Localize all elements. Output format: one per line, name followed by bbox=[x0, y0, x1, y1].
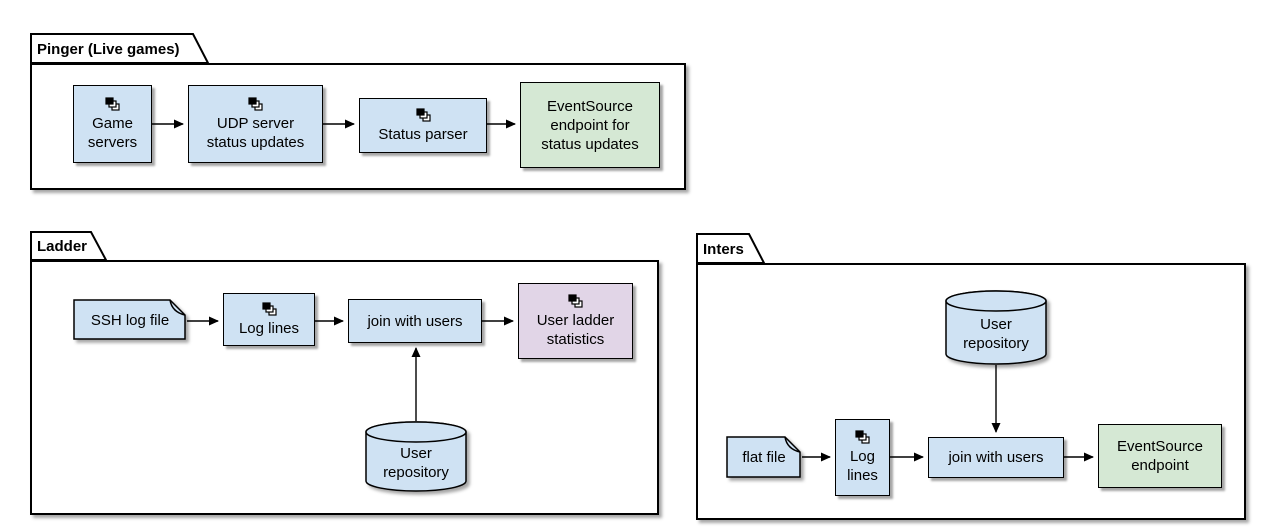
folder-tab-shape bbox=[30, 231, 108, 261]
node-join-with-users-inters: join with users bbox=[928, 437, 1064, 478]
node-eventsource-status-endpoint: EventSource endpoint for status updates bbox=[520, 82, 660, 168]
node-eventsource-endpoint: EventSource endpoint bbox=[1098, 424, 1222, 488]
package-tab-pinger: Pinger (Live games) bbox=[30, 33, 210, 65]
component-stack-icon bbox=[855, 430, 870, 444]
node-label: Log lines bbox=[238, 319, 300, 337]
package-tab-inters: Inters bbox=[696, 233, 766, 265]
node-label: UDP server status updates bbox=[206, 114, 305, 151]
node-label: User ladder statistics bbox=[536, 311, 615, 348]
document-shape bbox=[73, 299, 186, 340]
node-label: EventSource endpoint bbox=[1117, 438, 1203, 474]
folder-tab-shape bbox=[696, 233, 766, 264]
document-shape bbox=[726, 436, 801, 478]
package-title: Pinger (Live games) bbox=[37, 40, 180, 58]
node-label: join with users bbox=[948, 449, 1044, 466]
node-label: EventSource endpoint for status updates bbox=[541, 97, 639, 153]
node-label: join with users bbox=[367, 312, 463, 330]
component-stack-icon bbox=[261, 301, 277, 316]
node-join-with-users-ladder: join with users bbox=[348, 299, 482, 343]
package-title: Ladder bbox=[37, 238, 88, 255]
node-user-repository-ladder: User repository bbox=[365, 421, 467, 492]
node-label: User repository bbox=[963, 315, 1029, 352]
package-title: Inters bbox=[703, 240, 744, 258]
node-label: Game servers bbox=[87, 114, 138, 151]
database-cylinder-shape bbox=[365, 421, 467, 492]
node-user-ladder-statistics: User ladder statistics bbox=[518, 283, 633, 359]
node-user-repository-inters: User repository bbox=[945, 290, 1047, 365]
component-stack-icon bbox=[248, 96, 263, 111]
node-udp-server-status-updates: UDP server status updates bbox=[188, 85, 323, 163]
node-label: flat file bbox=[742, 449, 786, 466]
node-label: Status parser bbox=[378, 125, 468, 143]
node-label: Log lines bbox=[847, 448, 878, 484]
node-label: SSH log file bbox=[90, 311, 170, 329]
node-label: User repository bbox=[383, 444, 449, 481]
node-ssh-log-file: SSH log file bbox=[73, 299, 187, 341]
node-log-lines-ladder: Log lines bbox=[223, 293, 315, 346]
database-cylinder-shape bbox=[945, 290, 1047, 365]
node-flat-file: flat file bbox=[726, 436, 802, 479]
folder-tab-shape bbox=[30, 33, 210, 64]
node-log-lines-inters: Log lines bbox=[835, 419, 890, 496]
node-game-servers: Game servers bbox=[73, 85, 152, 163]
node-status-parser: Status parser bbox=[359, 98, 487, 153]
component-stack-icon bbox=[415, 107, 431, 122]
component-stack-icon bbox=[568, 293, 583, 308]
component-stack-icon bbox=[105, 96, 120, 111]
package-tab-ladder: Ladder bbox=[30, 231, 108, 262]
